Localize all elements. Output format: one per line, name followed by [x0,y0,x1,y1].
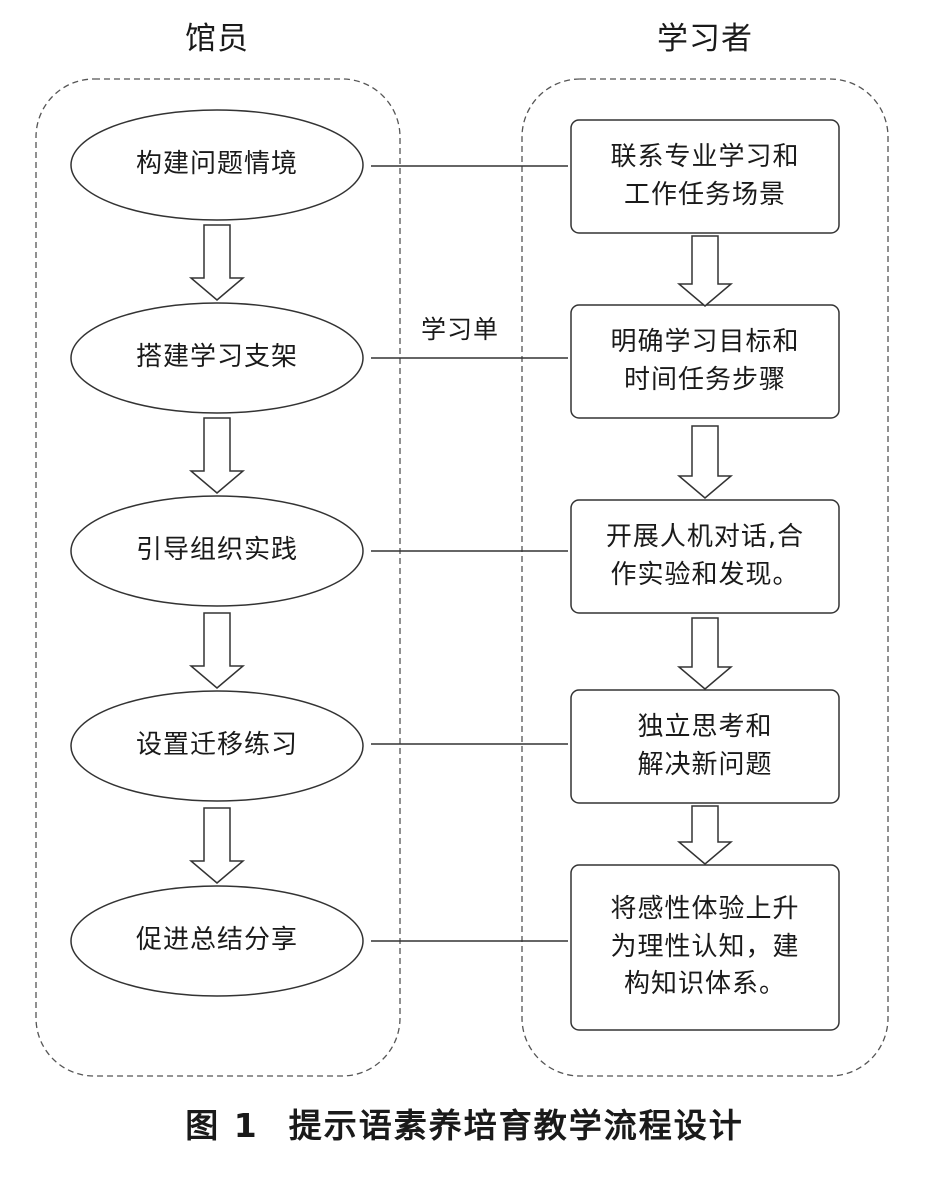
learner-step-1-box [570,119,840,234]
down-arrow-right-1 [676,235,734,307]
learner-step-5-label: 将感性体验上升 为理性认知，建 构知识体系。 [610,893,800,1000]
learner-step-1-label: 联系专业学习和 工作任务场景 [610,141,800,210]
librarian-step-2-label: 搭建学习支架 [135,342,298,373]
down-arrow-right-4 [676,805,734,865]
figure-title: 提示语素养培育教学流程设计 [288,1106,744,1146]
learner-column-title: 学习者 [657,20,753,57]
figure-number: 图 1 [185,1106,259,1146]
connector-label-worksheet: 学习单 [420,314,499,344]
librarian-group-border [35,78,401,1077]
librarian-column-title: 馆员 [185,20,249,57]
librarian-step-4-label: 设置迁移练习 [135,730,298,761]
down-arrow-left-4 [188,807,246,884]
down-arrow-right-2 [676,425,734,499]
learner-step-5-box [570,864,840,1031]
down-arrow-left-2 [188,417,246,494]
down-arrow-left-3 [188,612,246,689]
learner-step-3-label: 开展人机对话,合 作实验和发现。 [605,521,805,590]
learner-step-4-label: 独立思考和 解决新问题 [637,711,773,780]
librarian-step-3-label: 引导组织实践 [135,535,298,566]
learner-step-3-box [570,499,840,614]
librarian-step-3-ellipse [70,495,364,607]
learner-step-4-box [570,689,840,804]
librarian-step-2-ellipse [70,302,364,414]
down-arrow-right-3 [676,617,734,690]
learner-group-border [521,78,889,1077]
librarian-step-5-ellipse [70,885,364,997]
librarian-step-1-label: 构建问题情境 [135,149,298,180]
librarian-step-5-label: 促进总结分享 [135,925,298,956]
librarian-step-4-ellipse [70,690,364,802]
figure-caption: 图 1 提示语素养培育教学流程设计 [0,1096,929,1156]
down-arrow-left-1 [188,224,246,301]
librarian-step-1-ellipse [70,109,364,221]
learner-step-2-label: 明确学习目标和 时间任务步骤 [610,326,800,395]
